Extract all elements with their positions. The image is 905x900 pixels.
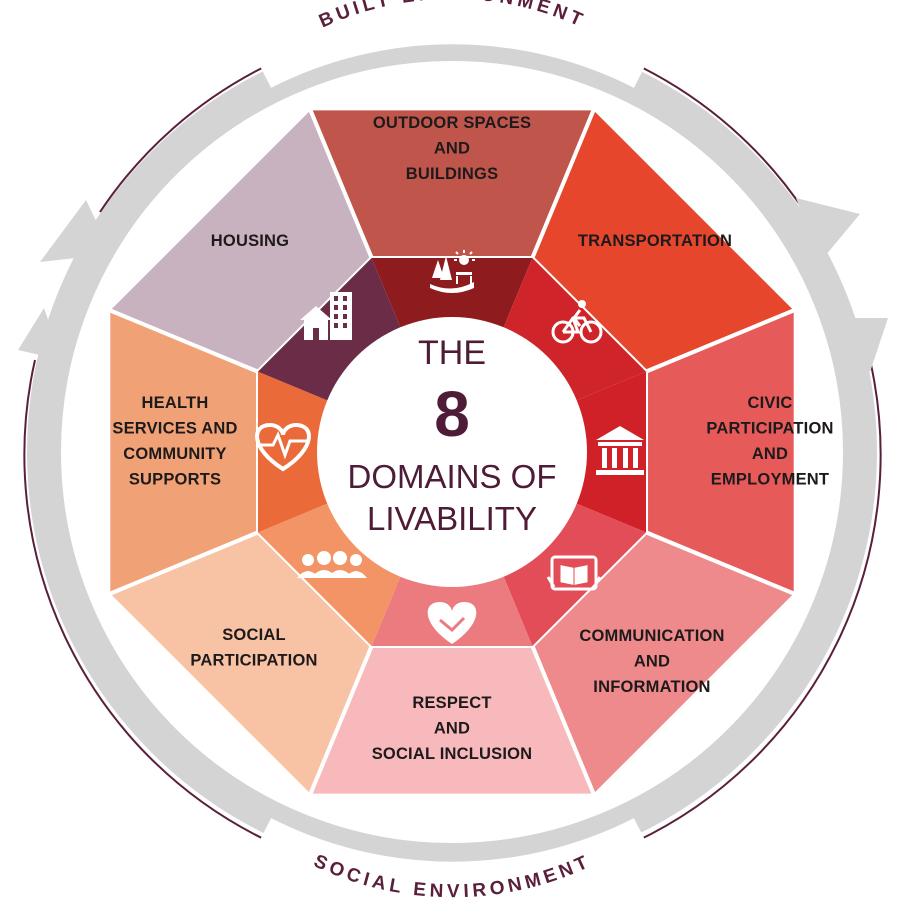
label-respect: RESPECT AND SOCIAL INCLUSION — [372, 694, 533, 763]
inner-wedge-respect — [371, 574, 533, 647]
house-building-icon — [300, 292, 352, 340]
label-line: AND — [434, 140, 470, 158]
label-line: AND — [634, 653, 670, 671]
label-health: HEALTH SERVICES AND COMMUNITY SUPPORTS — [112, 394, 237, 489]
inner-wedge-communication — [502, 502, 647, 647]
ring-arrow-lower-left-icon — [18, 308, 62, 360]
label-social: SOCIAL PARTICIPATION — [190, 626, 317, 670]
label-line: COMMUNICATION — [579, 627, 724, 645]
ring-line-left — [23, 359, 271, 843]
inner-wedge-outdoor — [371, 257, 533, 330]
label-housing: HOUSING — [211, 232, 289, 250]
label-line: AND — [752, 445, 788, 463]
government-building-icon — [596, 426, 644, 475]
center-domains-of: DOMAINS OF — [347, 458, 556, 495]
ring-gap-bottom — [252, 818, 653, 900]
label-line: SOCIAL INCLUSION — [372, 745, 533, 763]
ring-arrow-right-icon — [796, 198, 860, 262]
label-line: OUTDOOR SPACES — [373, 114, 531, 132]
label-line: SOCIAL — [222, 626, 286, 644]
label-line: SERVICES AND — [112, 420, 237, 438]
label-communication: COMMUNICATION AND INFORMATION — [579, 627, 724, 696]
label-line: RESPECT — [412, 694, 491, 712]
label-outdoor: OUTDOOR SPACES AND BUILDINGS — [373, 114, 531, 183]
label-line: EMPLOYMENT — [711, 471, 829, 489]
inner-wedge-transportation — [502, 257, 647, 402]
label-civic: CIVIC PARTICIPATION AND EMPLOYMENT — [706, 394, 833, 489]
label-line: HOUSING — [211, 232, 289, 250]
center-livability: LIVABILITY — [367, 500, 537, 537]
center-the: THE — [418, 334, 486, 372]
label-line: INFORMATION — [593, 678, 710, 696]
label-line: PARTICIPATION — [706, 420, 833, 438]
park-icon — [430, 250, 475, 293]
environment-ring: BUILT ENVIRONMENT SOCIAL ENVIRONMENT — [18, 0, 888, 900]
domain-inner-ring — [257, 257, 647, 647]
tablet-icon — [546, 555, 602, 591]
ring-line-right — [634, 359, 882, 843]
people-group-icon — [297, 551, 367, 578]
ring-line-top-right — [642, 67, 806, 213]
ring-arrow-left-icon — [40, 200, 112, 262]
domain-wedges — [104, 104, 800, 800]
ring-line-top-left — [99, 67, 263, 213]
ring-gap-top — [252, 4, 653, 88]
heartbeat-icon — [255, 422, 311, 472]
ring-arrow-lower-right-icon — [840, 318, 888, 372]
domain-icons — [255, 250, 644, 644]
label-line: TRANSPORTATION — [578, 232, 732, 250]
label-line: CIVIC — [747, 394, 792, 412]
label-line: BUILDINGS — [406, 165, 499, 183]
wedge-housing — [104, 104, 374, 374]
label-line: COMMUNITY — [123, 445, 227, 463]
center-eight: 8 — [434, 378, 470, 450]
label-line: HEALTH — [142, 394, 209, 412]
heart-handshake-icon — [427, 602, 477, 644]
center-circle: THE 8 DOMAINS OF LIVABILITY — [317, 317, 587, 587]
inner-wedge-housing — [257, 257, 402, 402]
label-line: PARTICIPATION — [190, 652, 317, 670]
label-transportation: TRANSPORTATION — [578, 232, 732, 250]
bicycle-icon — [551, 300, 603, 344]
inner-wedge-civic — [574, 371, 647, 533]
label-line: AND — [434, 720, 470, 738]
label-line: SUPPORTS — [129, 471, 221, 489]
inner-wedge-health — [257, 371, 330, 533]
domain-labels: OUTDOOR SPACES AND BUILDINGS TRANSPORTATION… — [112, 114, 833, 763]
